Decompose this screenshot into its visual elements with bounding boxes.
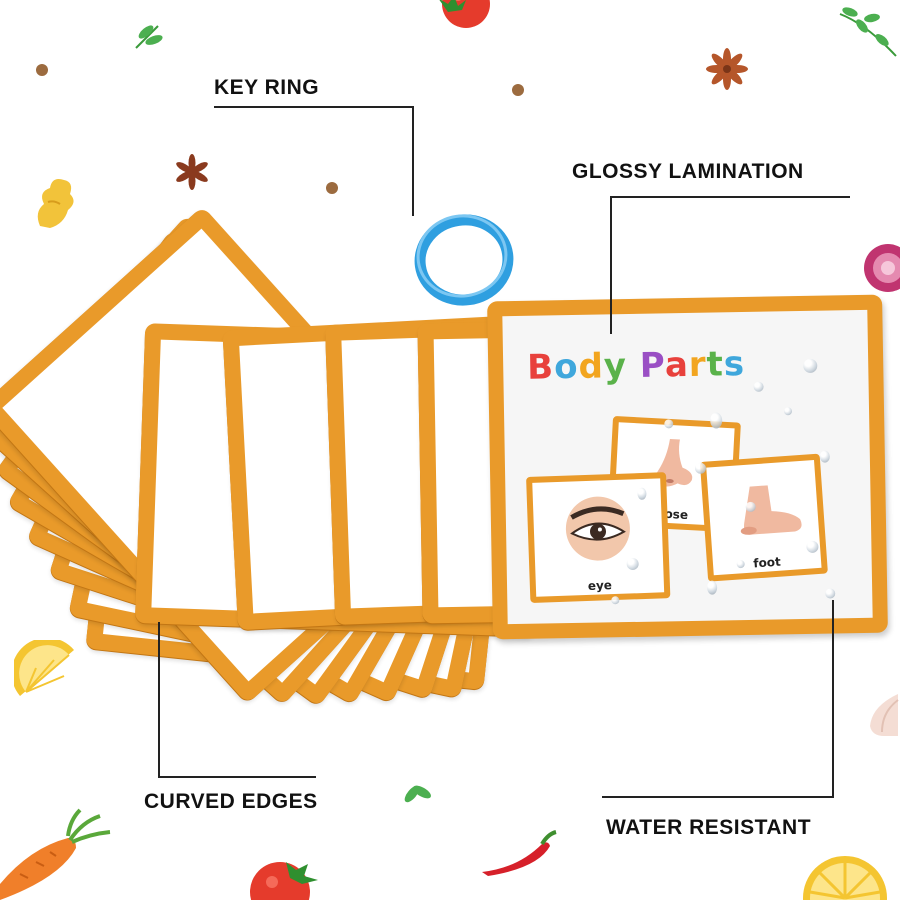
chili-pepper-icon (482, 830, 557, 876)
water-drop (710, 412, 723, 429)
leader-line (158, 622, 160, 778)
callout-glossy-lamination: GLOSSY LAMINATION (572, 160, 804, 183)
garlic-icon (870, 694, 899, 736)
title-letter: o (553, 346, 579, 388)
ginger-icon (37, 179, 74, 228)
leaf-icon (404, 785, 431, 803)
title-letter: B (526, 347, 555, 388)
callout-water-resistant: WATER RESISTANT (606, 816, 812, 839)
mini-card-eye: eye (526, 472, 671, 603)
water-drop (753, 381, 764, 392)
card-title: Body Parts (527, 344, 746, 388)
onion-icon (864, 244, 900, 292)
seed-icon (36, 64, 48, 76)
water-drop (819, 450, 830, 463)
leader-line (602, 796, 834, 798)
water-drop (825, 588, 836, 599)
water-drop (736, 560, 745, 569)
eye-icon (565, 496, 630, 561)
title-letter: r (688, 344, 707, 385)
leaf-icon (135, 25, 163, 49)
title-letter: a (664, 344, 690, 386)
water-drop (706, 580, 718, 595)
water-drop (664, 419, 674, 429)
seed-icon (326, 182, 338, 194)
star-anise-icon (706, 48, 748, 90)
mini-card-label: foot (752, 554, 782, 571)
leaf-icon (839, 7, 897, 57)
callout-key-ring: KEY RING (214, 76, 320, 99)
front-card: Body Parts nose foot eye (487, 294, 888, 640)
star-anise-icon (176, 154, 208, 190)
title-letter: y (603, 346, 628, 387)
leader-line (610, 196, 612, 334)
water-drop (637, 487, 647, 500)
tomato-icon (250, 862, 318, 900)
leader-line (610, 196, 850, 198)
title-letter: P (639, 345, 666, 386)
lemon-slice-icon (803, 856, 887, 900)
water-drop (803, 358, 818, 373)
foot-icon (740, 485, 802, 535)
callout-curved-edges: CURVED EDGES (144, 790, 318, 813)
title-letter: s (723, 343, 746, 385)
leader-line (214, 106, 414, 108)
mini-card-label: eye (587, 578, 613, 593)
mini-card-foot: foot (699, 453, 828, 582)
water-drop (783, 407, 793, 416)
key-ring (414, 214, 514, 306)
leader-line (412, 106, 414, 216)
carrot-icon (0, 808, 111, 900)
water-drop (611, 596, 620, 605)
leader-line (832, 600, 834, 798)
title-letter (627, 346, 641, 386)
seed-icon (512, 84, 524, 96)
leader-line (158, 776, 316, 778)
tomato-icon (439, 0, 490, 28)
title-letter: t (706, 344, 725, 385)
title-letter: d (578, 346, 605, 387)
lemon-slice-icon (14, 640, 74, 696)
